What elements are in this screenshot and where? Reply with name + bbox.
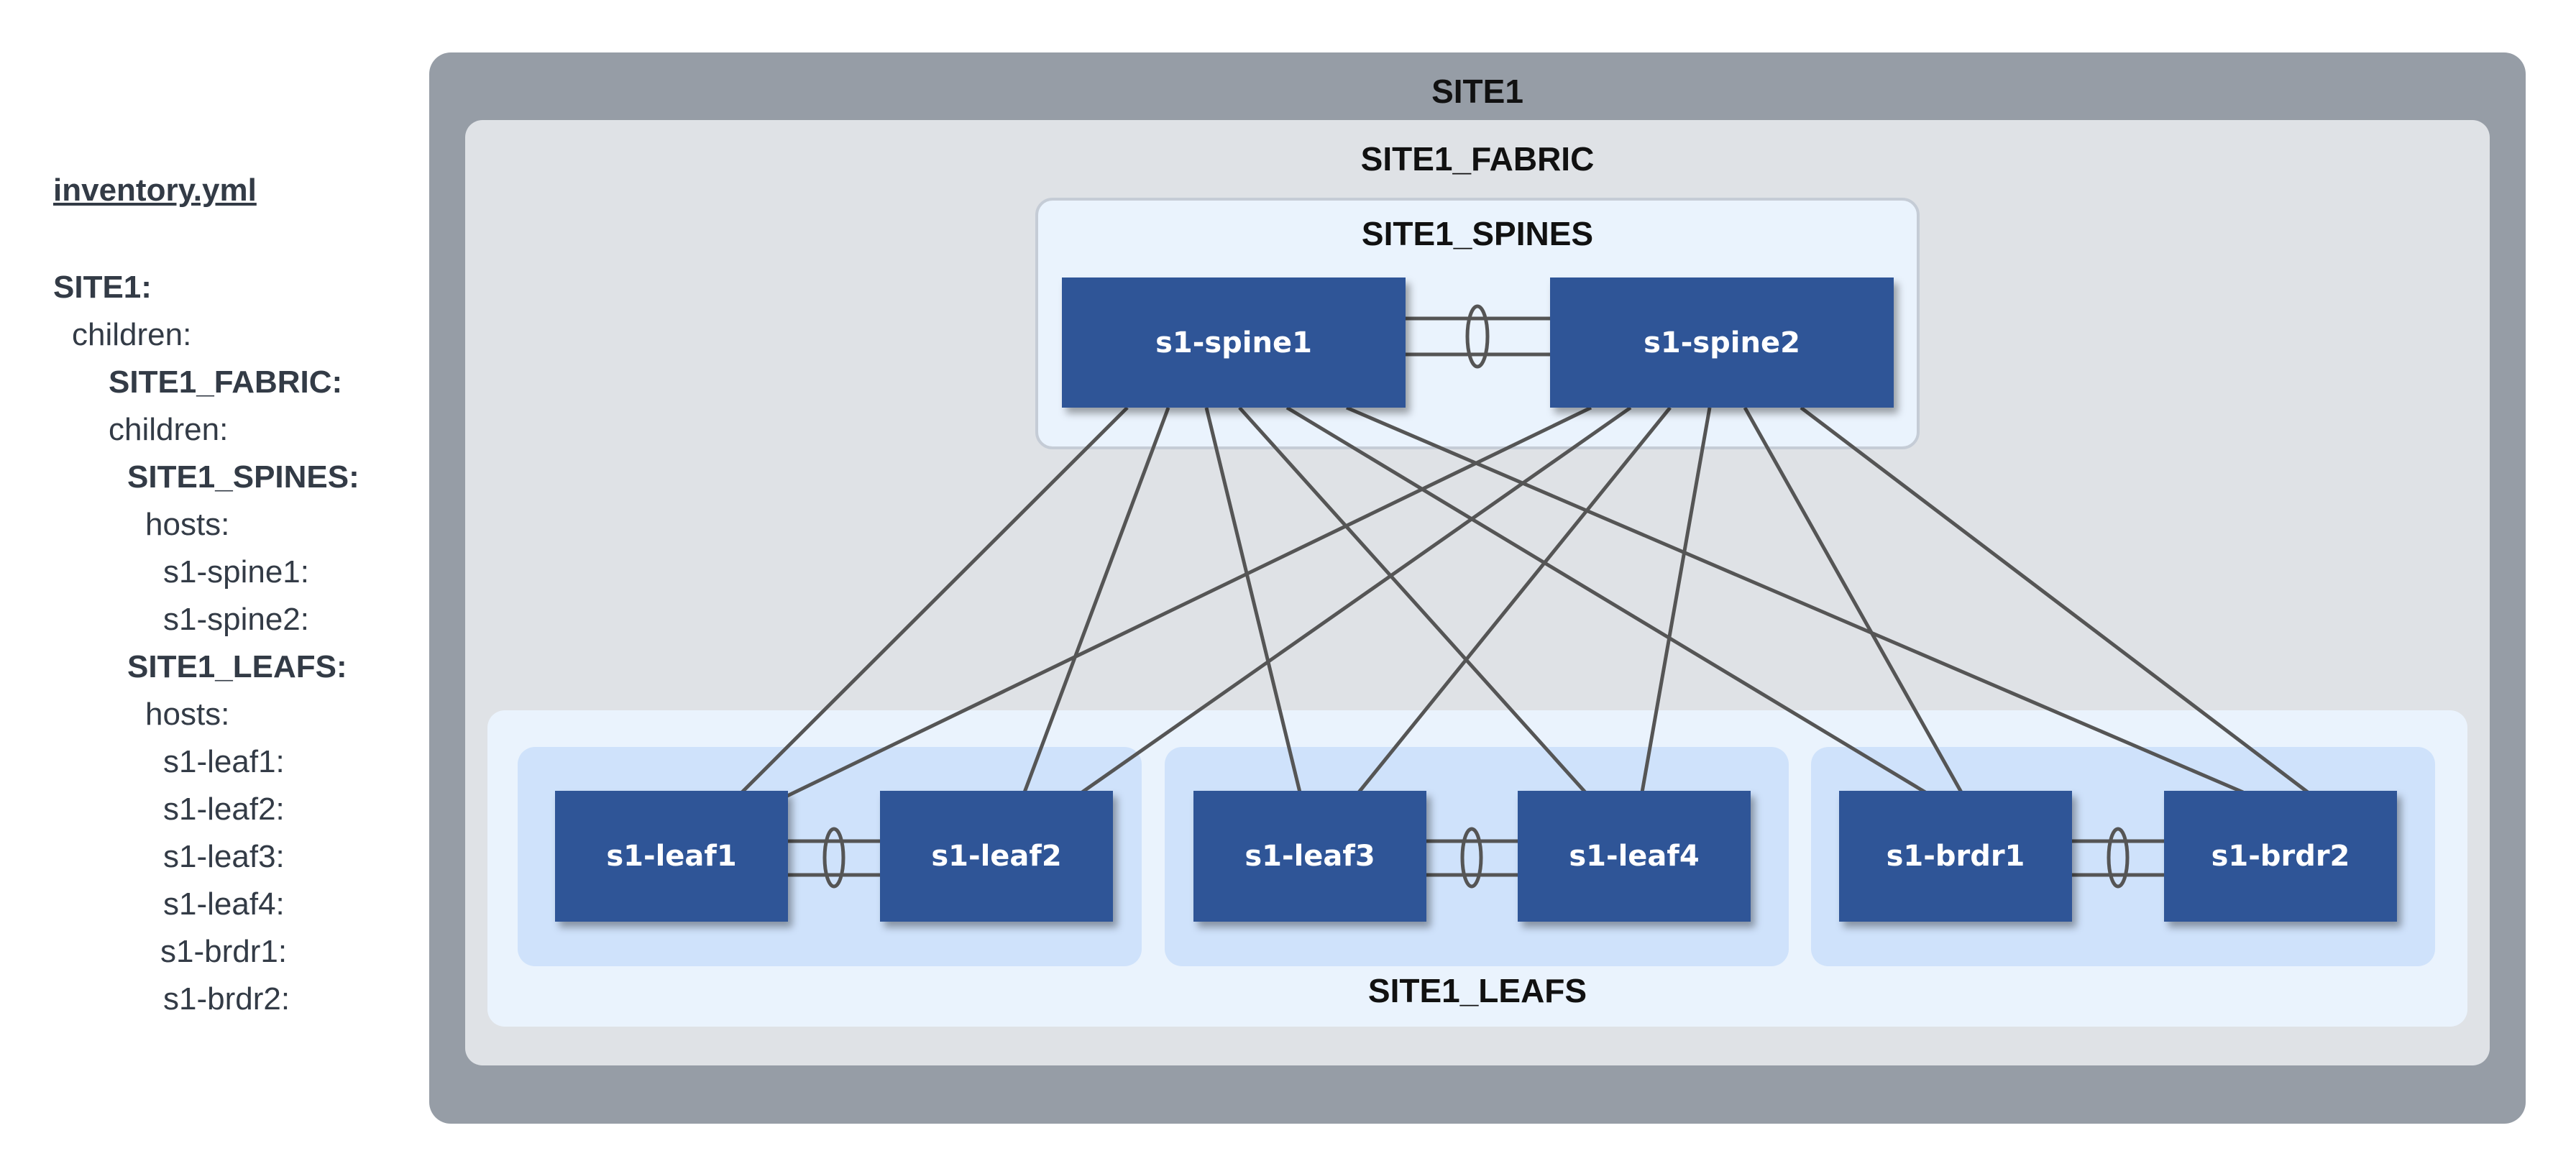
- link-spine1-leaf1: [741, 406, 1129, 794]
- inventory-line-leaf3: s1-leaf3:: [163, 839, 285, 874]
- inventory-line-spines: SITE1_SPINES:: [127, 459, 359, 495]
- inventory-line-fabric: SITE1_FABRIC:: [109, 364, 343, 400]
- node-s1-leaf2[interactable]: s1-leaf2: [880, 791, 1113, 922]
- link-spine1-brdr1: [1285, 405, 1927, 794]
- link-spine1-leaf2: [1022, 407, 1170, 793]
- link-spine2-leaf1: [784, 405, 1592, 799]
- link-spine2-brdr2: [1800, 406, 2309, 794]
- link-spine1-brdr2: [1346, 405, 2244, 794]
- lag-ellipse-pair1: [822, 827, 845, 889]
- link-spine2-brdr1: [1743, 406, 1963, 794]
- inventory-line-leaf4: s1-leaf4:: [163, 886, 285, 922]
- node-s1-spine1[interactable]: s1-spine1: [1062, 278, 1406, 408]
- node-s1-spine2[interactable]: s1-spine2: [1550, 278, 1894, 408]
- link-spine2-leaf3: [1357, 406, 1672, 794]
- link-spine2-leaf4: [1640, 407, 1712, 793]
- node-s1-brdr1[interactable]: s1-brdr1: [1839, 791, 2072, 922]
- lag-ellipse-pair2: [1460, 827, 1483, 889]
- node-s1-leaf4[interactable]: s1-leaf4: [1518, 791, 1751, 922]
- inventory-line-leafs: SITE1_LEAFS:: [127, 649, 347, 684]
- inventory-line-spine1: s1-spine1:: [163, 554, 310, 590]
- inventory-line-spines-hosts: hosts:: [145, 507, 230, 542]
- inventory-line-leaf1: s1-leaf1:: [163, 744, 285, 779]
- inventory-line-children: children:: [72, 317, 192, 352]
- link-spine2-leaf2: [1081, 405, 1632, 794]
- inventory-line-site1: SITE1:: [53, 270, 152, 305]
- inventory-line-leafs-hosts: hosts:: [145, 697, 230, 732]
- inventory-line-brdr2: s1-brdr2:: [163, 981, 290, 1017]
- site1-label: SITE1: [1431, 73, 1523, 110]
- inventory-line-brdr1: s1-brdr1:: [160, 934, 288, 969]
- spines-label: SITE1_SPINES: [1361, 215, 1594, 252]
- leafs-label: SITE1_LEAFS: [1367, 972, 1587, 1009]
- lag-ellipse-spines: [1465, 304, 1490, 369]
- fabric-label: SITE1_FABRIC: [1360, 140, 1595, 178]
- node-s1-brdr2[interactable]: s1-brdr2: [2164, 791, 2397, 922]
- link-spine1-leaf3: [1204, 407, 1302, 793]
- link-spine1-leaf4: [1238, 406, 1587, 794]
- node-s1-leaf3[interactable]: s1-leaf3: [1193, 791, 1426, 922]
- inventory-line-fabric-children: children:: [109, 412, 229, 447]
- node-s1-leaf1[interactable]: s1-leaf1: [555, 791, 788, 922]
- lag-ellipse-pair3: [2107, 827, 2130, 889]
- inventory-line-spine2: s1-spine2:: [163, 602, 310, 637]
- inventory-title: inventory.yml: [53, 173, 257, 208]
- inventory-line-leaf2: s1-leaf2:: [163, 792, 285, 827]
